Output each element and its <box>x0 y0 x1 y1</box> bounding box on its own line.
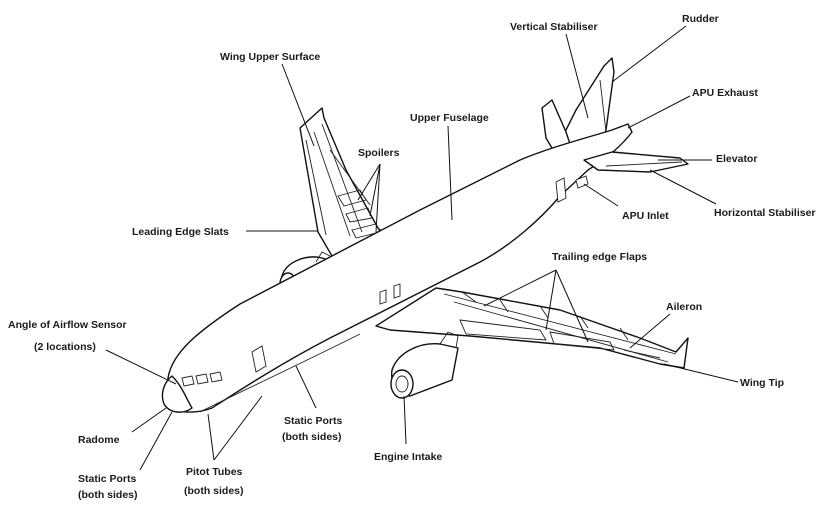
labels: Vertical Stabiliser Rudder Wing Upper Su… <box>8 13 816 501</box>
leader-apu-exhaust <box>627 95 691 129</box>
leader-static-ports-nose <box>139 411 173 471</box>
leader-spoilers-3 <box>375 163 381 233</box>
label-aileron: Aileron <box>666 301 702 313</box>
leader-upper-fuselage <box>447 125 453 221</box>
label-engine-intake: Engine Intake <box>374 451 442 463</box>
leader-spoilers-2 <box>369 163 381 217</box>
leader-trailing-edge-flaps-2 <box>545 269 557 331</box>
label-spoilers: Spoilers <box>358 147 400 159</box>
leader-wing-upper-surface <box>281 63 315 147</box>
near-engine <box>390 331 459 399</box>
label-static-ports-nose: Static Ports <box>78 473 137 485</box>
label-apu-inlet: APU Inlet <box>622 210 669 222</box>
leader-radome <box>131 407 167 433</box>
leader-apu-inlet <box>583 183 619 207</box>
label-vertical-stabiliser: Vertical Stabiliser <box>510 21 598 33</box>
label-elevator: Elevator <box>716 153 757 165</box>
label-static-ports-fuselage-note: (both sides) <box>282 431 342 443</box>
label-trailing-edge-flaps: Trailing edge Flaps <box>552 251 647 263</box>
leader-aileron <box>629 313 671 349</box>
near-wing <box>375 287 689 369</box>
label-pitot-tubes-note: (both sides) <box>184 485 244 497</box>
label-apu-exhaust: APU Exhaust <box>692 87 758 99</box>
label-pitot-tubes: Pitot Tubes <box>186 466 243 478</box>
leader-angle-of-airflow-sensor <box>105 349 177 385</box>
near-horizontal-stabiliser <box>583 151 689 173</box>
label-angle-of-airflow-sensor-note: (2 locations) <box>34 341 96 353</box>
label-leading-edge-slats: Leading Edge Slats <box>132 226 229 238</box>
label-radome: Radome <box>78 434 120 446</box>
aircraft-drawing <box>161 57 689 413</box>
leader-lines <box>105 25 739 471</box>
label-static-ports-nose-note: (both sides) <box>78 489 138 501</box>
leader-pitot-tubes-2 <box>213 395 263 461</box>
leader-vertical-stabiliser <box>565 33 589 119</box>
label-rudder: Rudder <box>682 13 719 25</box>
leader-engine-intake <box>403 395 407 445</box>
label-angle-of-airflow-sensor: Angle of Airflow Sensor <box>8 319 127 331</box>
label-static-ports-fuselage: Static Ports <box>284 415 343 427</box>
fuselage <box>161 123 633 413</box>
label-upper-fuselage: Upper Fuselage <box>410 112 489 124</box>
leader-trailing-edge-flaps-1 <box>483 269 557 307</box>
leader-trailing-edge-flaps-3 <box>555 269 589 343</box>
label-wing-tip: Wing Tip <box>740 377 784 389</box>
leader-static-ports-fuselage <box>295 365 317 409</box>
leader-pitot-tubes-1 <box>207 413 215 461</box>
label-wing-upper-surface: Wing Upper Surface <box>220 51 320 63</box>
leader-rudder <box>611 25 687 83</box>
leader-horizontal-stabiliser <box>649 169 717 205</box>
leader-spoilers-1 <box>357 163 381 201</box>
label-horizontal-stabiliser: Horizontal Stabiliser <box>714 207 816 219</box>
leader-wing-tip <box>663 363 739 383</box>
